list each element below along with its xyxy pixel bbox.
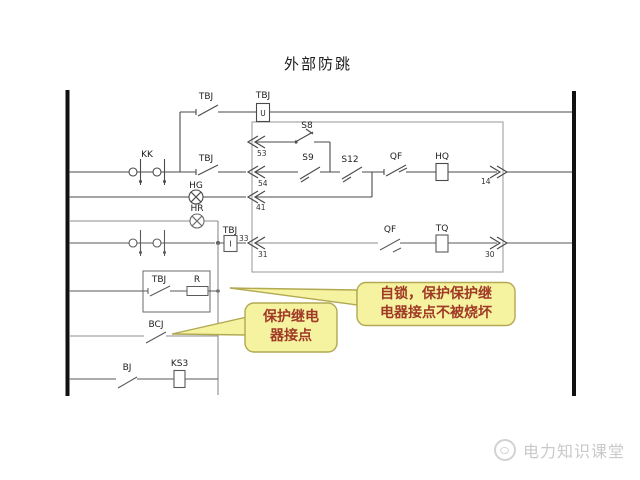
label-s12: S12 <box>341 155 358 165</box>
row-bcj <box>69 331 218 344</box>
label-tq: TQ <box>435 224 449 234</box>
label-s8: S8 <box>301 121 313 131</box>
tbj-hold-contact <box>69 285 171 297</box>
page-title: 外部防跳 <box>284 55 353 73</box>
label-bcj: BCJ <box>149 320 164 330</box>
label-qf-row5: QF <box>384 225 396 235</box>
row-hr-lamp <box>69 213 219 243</box>
kk-switch-contact-2 <box>128 238 138 248</box>
connector-54 <box>246 165 266 179</box>
s8-branch <box>256 128 331 172</box>
plug-connectors <box>246 135 509 250</box>
callout-self-lock-text: 自锁，保护保护继电器接点不被烧坏 <box>380 286 492 321</box>
qf-aux-contact-trip <box>379 238 402 253</box>
callout-self-lock-body <box>356 281 516 327</box>
label-hr: HR <box>190 204 203 214</box>
label-t14: 14 <box>481 177 491 186</box>
bcj-contact <box>145 331 167 344</box>
callout-relay-contact-body <box>244 302 338 353</box>
label-hg: HG <box>189 181 203 191</box>
callout-relay-contact: 保护继电器接点 <box>245 308 337 346</box>
tbj-contact-row2 <box>195 164 219 176</box>
label-t33: 33 <box>239 234 249 243</box>
callout-relay-contact-tail <box>171 316 248 336</box>
label-tbj-top-contact: TBJ <box>198 92 213 102</box>
s8-contact <box>296 128 314 142</box>
row-tbj-hold <box>179 102 572 172</box>
callout-relay-contact-text: 保护继电器接点 <box>263 309 319 344</box>
label-t41: 41 <box>256 203 266 212</box>
s9-contact <box>299 166 321 183</box>
label-hq: HQ <box>435 152 449 162</box>
kk-switch-contact <box>128 167 138 177</box>
row-ks3 <box>69 369 218 389</box>
hq-closing-coil <box>435 162 449 182</box>
s12-contact <box>341 166 363 183</box>
tbj-current-coil <box>223 234 238 253</box>
bus-bars <box>65 90 576 396</box>
row-hg-lamp <box>69 172 373 205</box>
watermark-text: 电力知识课堂 <box>523 442 626 461</box>
tq-trip-coil <box>435 234 449 253</box>
bj-contact <box>117 376 138 389</box>
label-ks3: KS3 <box>171 359 188 369</box>
label-tbj-coil: TBJ <box>222 226 237 236</box>
self-hold-branch <box>69 270 220 313</box>
tbj-voltage-coil <box>255 102 271 123</box>
connector-53 <box>246 135 266 149</box>
row-closing-circuit <box>69 159 572 185</box>
label-t30: 30 <box>485 250 495 259</box>
label-qf-row2: QF <box>390 152 402 162</box>
label-bj: BJ <box>123 363 132 373</box>
label-r: R <box>194 275 200 285</box>
label-tbj-voltage-coil: TBJ <box>255 91 270 101</box>
label-tbj-hold: TBJ <box>151 275 166 285</box>
ks3-coil <box>173 369 186 389</box>
watermark-logo-icon <box>494 439 516 461</box>
label-kk: KK <box>141 150 154 160</box>
label-t54: 54 <box>258 179 268 188</box>
connector-41 <box>246 190 266 204</box>
connector-30 <box>489 236 509 250</box>
connector-14 <box>489 165 509 179</box>
resistor-r <box>186 286 209 296</box>
label-t53: 53 <box>257 149 267 158</box>
label-s9: S9 <box>302 153 314 163</box>
mechanism-box <box>251 121 504 273</box>
connector-31 <box>246 236 266 250</box>
row-trip-circuit <box>69 230 572 256</box>
watermark: 电力知识课堂 <box>494 438 625 462</box>
callout-shapes <box>171 281 516 353</box>
label-u-coil: U <box>260 109 266 118</box>
qf-aux-contact-close <box>383 164 408 177</box>
label-i-coil: I <box>229 240 231 249</box>
label-tbj-row2: TBJ <box>198 154 213 164</box>
callout-self-lock: 自锁，保护保护继电器接点不被烧坏 <box>357 285 515 323</box>
label-t31: 31 <box>258 250 268 259</box>
